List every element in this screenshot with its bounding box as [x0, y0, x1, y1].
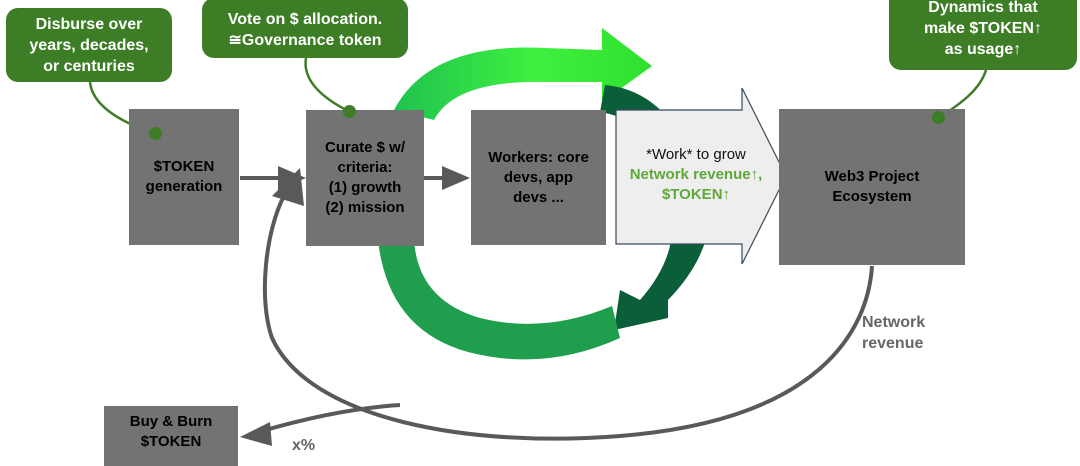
curate-label: Curate $ w/ criteria: (1) growth (2) mis…	[324, 139, 406, 216]
dynamics-callout-text: Dynamics that make $TOKEN↑ as usage↑	[924, 0, 1042, 58]
dynamics-anchor-dot	[932, 111, 945, 124]
vote-anchor-dot	[343, 105, 356, 118]
work-arrow-text: *Work* to grow Network revenue↑, $TOKEN↑	[612, 145, 780, 205]
buy-burn-label: Buy & Burn $TOKEN	[129, 413, 213, 450]
work-line-3: $TOKEN↑	[661, 186, 731, 203]
vote-callout-text: Vote on $ allocation. ≅Governance token	[227, 11, 383, 49]
flow-arrows	[240, 166, 470, 190]
burn-arrowhead	[240, 422, 272, 446]
buy-burn-box: Buy & Burn $TOKEN	[104, 406, 238, 466]
work-line-2: Network revenue↑,	[629, 166, 763, 183]
vote-callout: Vote on $ allocation. ≅Governance token	[202, 0, 408, 58]
disburse-callout-text: Disburse over years, decades, or centuri…	[29, 15, 149, 75]
arrow-generation-to-curate-head	[278, 166, 306, 190]
token-generation-box: $TOKEN generation	[129, 109, 239, 245]
token-generation-label: $TOKEN generation	[145, 158, 223, 195]
web3-ecosystem-box: Web3 Project Ecosystem	[779, 109, 965, 265]
work-arrow-shape	[615, 87, 787, 265]
network-revenue-label: Network revenue	[862, 314, 926, 352]
feedback-loop	[240, 168, 874, 446]
vote-tail	[304, 57, 351, 114]
workers-label: Workers: core devs, app devs ...	[488, 148, 589, 206]
workers-box: Workers: core devs, app devs ...	[471, 110, 606, 245]
burn-branch-line	[261, 403, 401, 433]
disburse-callout: Disburse over years, decades, or centuri…	[6, 8, 172, 82]
network-revenue-curve	[262, 195, 874, 441]
work-line-1: *Work* to grow	[646, 146, 746, 163]
x-percent-label: x%	[292, 437, 316, 454]
dynamics-callout: Dynamics that make $TOKEN↑ as usage↑	[889, 0, 1077, 70]
cycle-bottom-arc	[378, 240, 620, 360]
arrow-curate-to-workers-head	[442, 166, 470, 190]
web3-ecosystem-label: Web3 Project Ecosystem	[824, 168, 920, 205]
diagram-canvas	[88, 28, 988, 446]
cycle-top-arc	[394, 28, 652, 120]
curate-box: Curate $ w/ criteria: (1) growth (2) mis…	[306, 110, 424, 246]
disburse-anchor-dot	[149, 127, 162, 140]
